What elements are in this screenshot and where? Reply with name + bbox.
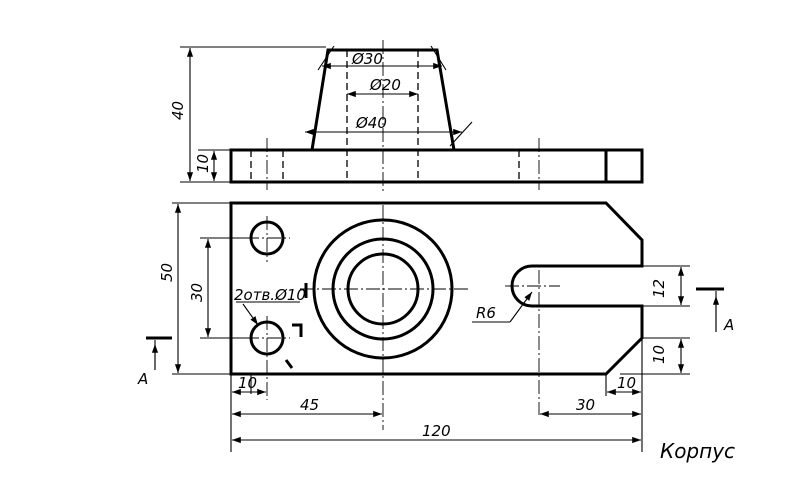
- leader-r6-arrow: [509, 291, 533, 323]
- cut-mark-upper: [292, 323, 303, 337]
- leader-d40-right: [449, 121, 473, 147]
- dim-10-left-text: 10: [238, 374, 257, 392]
- boss-outline: [310, 48, 456, 151]
- dim-30-left-text: 30: [188, 283, 206, 302]
- dim-10-base-text: 10: [194, 154, 212, 173]
- dim-d40-text: Ø40: [355, 114, 387, 132]
- dim-120-text: 120: [422, 422, 451, 440]
- top-view: 2отв.Ø10 R6 50 30 12 10 10 10: [158, 201, 690, 452]
- section-mark-right: A: [696, 287, 734, 334]
- leader-holes-arrow: [242, 303, 259, 326]
- leader-d30-left: [317, 45, 335, 71]
- section-mark-left: A: [137, 336, 172, 388]
- plate-outline: [229, 201, 644, 376]
- hole-leader-tail: [284, 359, 294, 369]
- front-view: Ø30 Ø20 Ø40 40 10: [169, 40, 644, 192]
- dim-d30-text: Ø30: [351, 50, 383, 68]
- leader-d30-right: [430, 45, 447, 71]
- dim-30-right-text: 30: [576, 396, 595, 414]
- radius-text: R6: [476, 304, 496, 322]
- section-label-right: A: [723, 316, 734, 334]
- section-label-left: A: [137, 370, 148, 388]
- dim-50-text: 50: [158, 263, 176, 282]
- holes-note-text: 2отв.Ø10: [234, 286, 306, 304]
- dim-10-right-text: 10: [617, 374, 636, 392]
- dim-45-text: 45: [300, 396, 319, 414]
- dim-10-chamfer-text: 10: [650, 345, 668, 364]
- base-plate-outline: [229, 148, 644, 184]
- dim-40-text: 40: [169, 101, 187, 120]
- dim-d20-text: Ø20: [369, 76, 401, 94]
- dim-12-text: 12: [650, 279, 668, 298]
- part-title: Корпус: [660, 439, 735, 463]
